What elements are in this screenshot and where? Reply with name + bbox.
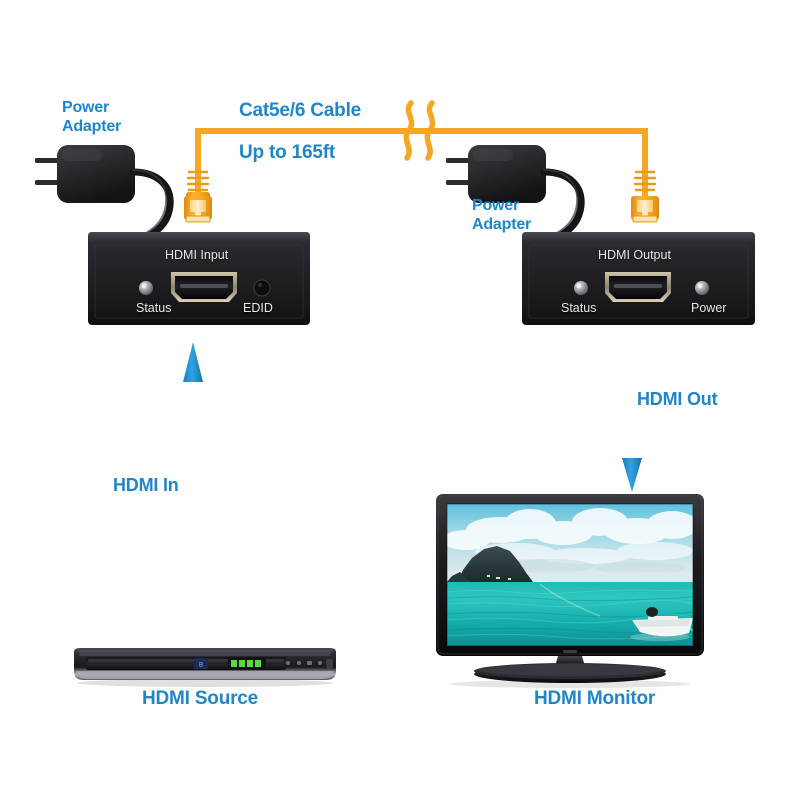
power-adapter-label-right-line1: Power: [472, 197, 520, 214]
arrow-up-icon-hdmi-in: [183, 342, 203, 660]
power-adapter-label-left-line2: Adapter: [62, 118, 122, 135]
arrow-down-icon-hdmi-out: [622, 332, 642, 492]
power-adapter-icon-right: [446, 145, 585, 240]
rj45-connector-icon-right: [631, 160, 659, 223]
power-adapter-label-right: Power Adapter: [472, 196, 531, 234]
hdmi-output-port: [605, 272, 671, 302]
cat5e-cable-label: Cat5e/6 Cable: [239, 100, 362, 121]
receiver-power-label: Power: [691, 301, 727, 315]
receiver-port-label: HDMI Output: [598, 248, 671, 262]
hdmi-monitor-label: HDMI Monitor: [534, 688, 656, 709]
power-led-right: [695, 281, 709, 295]
cable-distance-label: Up to 165ft: [239, 142, 335, 163]
rj45-connector-icon-left: [184, 160, 212, 223]
hdmi-out-label: HDMI Out: [637, 389, 718, 409]
power-adapter-label-left-line1: Power: [62, 99, 110, 116]
transmitter-edid-label: EDID: [243, 301, 273, 315]
hdmi-monitor-tv: [436, 494, 704, 688]
status-led-right: [574, 281, 588, 295]
hdmi-in-label: HDMI In: [113, 475, 179, 495]
bluray-disc-logo-icon: B: [194, 658, 208, 669]
hdmi-source-bluray-player: B: [74, 648, 336, 687]
receiver-status-label: Status: [561, 301, 597, 315]
boat-shape: [632, 607, 693, 642]
power-adapter-label-right-line2: Adapter: [472, 216, 532, 233]
edid-button: [254, 280, 270, 296]
hdmi-extender-receiver: [522, 232, 755, 325]
svg-text:B: B: [199, 663, 203, 669]
hdmi-extender-transmitter: [88, 232, 310, 325]
hdmi-source-label: HDMI Source: [142, 688, 259, 709]
hdmi-input-port: [171, 272, 237, 302]
cable-break-squiggle-icon: [403, 100, 436, 161]
transmitter-status-label: Status: [136, 301, 172, 315]
transmitter-port-label: HDMI Input: [165, 248, 229, 262]
power-adapter-label-left: Power Adapter: [62, 98, 121, 136]
tv-screen-image: [447, 504, 693, 646]
power-adapter-icon-left: [35, 145, 174, 240]
status-led-left: [139, 281, 153, 295]
